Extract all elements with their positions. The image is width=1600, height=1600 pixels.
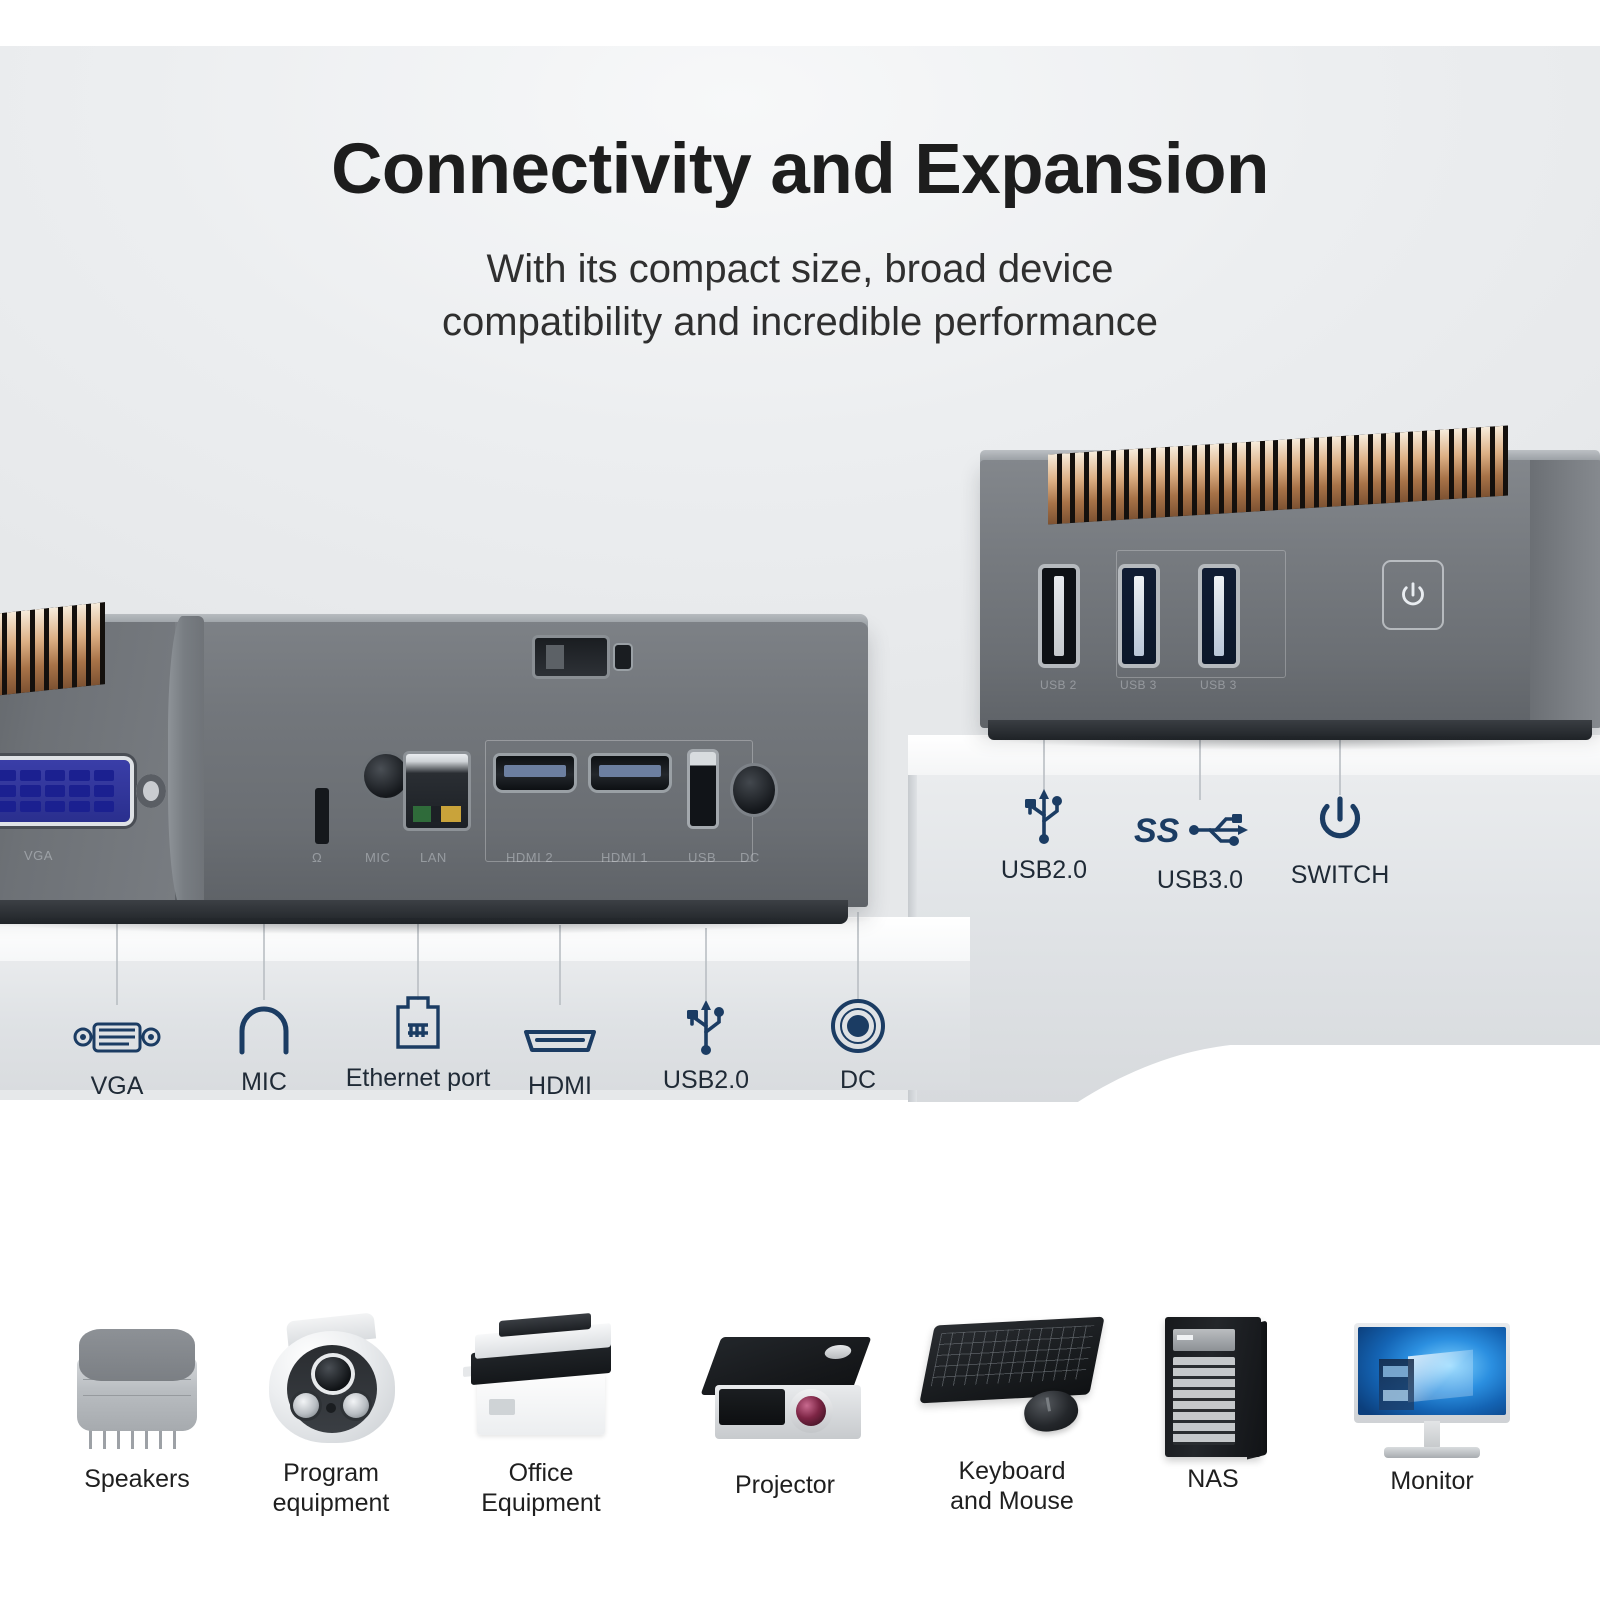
- wave-divider: [0, 1045, 1600, 1275]
- svg-text:SS: SS: [1134, 812, 1180, 850]
- headphone-jack-port[interactable]: [315, 788, 329, 844]
- peripheral-office-equipment: Office Equipment: [441, 1289, 641, 1518]
- etch-label-vga: VGA: [24, 848, 53, 863]
- peripheral-label-nas: NAS: [1187, 1465, 1239, 1493]
- device-corner-left: [168, 616, 204, 908]
- callout-hdmi: HDMI: [465, 1000, 655, 1101]
- rj45-ethernet-icon: [386, 992, 450, 1054]
- keyboard-mouse-icon: [912, 1287, 1112, 1457]
- pedestal-right-top: [908, 735, 1600, 775]
- headphone-mic-icon: [233, 996, 295, 1058]
- peripheral-monitor: Monitor: [1332, 1297, 1532, 1497]
- callout-label-hdmi: HDMI: [528, 1072, 592, 1100]
- callout-dc: DC: [763, 994, 953, 1095]
- background-top-white-strip: [0, 0, 1600, 46]
- usb-superspeed-icon: SS: [1132, 794, 1268, 856]
- usb-port-rear[interactable]: [690, 752, 716, 826]
- peripheral-program-equipment: Program equipment: [231, 1289, 431, 1518]
- peripheral-label-keyboard-mouse: Keyboard and Mouse: [950, 1457, 1074, 1515]
- hdmi-2-port[interactable]: [496, 756, 574, 790]
- printer-icon: [441, 1289, 641, 1459]
- compatible-devices-row: Speakers Program equipment: [0, 1295, 1600, 1585]
- dc-power-jack-icon: [828, 994, 888, 1056]
- subtitle-line-1: With its compact size, broad device: [486, 247, 1114, 291]
- dome-camera-icon: [231, 1289, 431, 1459]
- device-shadow-right: [980, 736, 1600, 750]
- peripheral-label-monitor: Monitor: [1390, 1467, 1474, 1495]
- callout-label-ethernet: Ethernet port: [345, 1064, 491, 1092]
- vga-port[interactable]: [0, 760, 166, 822]
- etch-label-hdmi1: HDMI 1: [601, 850, 649, 865]
- power-button[interactable]: [1382, 560, 1444, 630]
- device-side-face-right: [1530, 460, 1600, 728]
- peripheral-label-projector: Projector: [734, 1471, 836, 1499]
- usb-trident-icon: [1019, 784, 1069, 846]
- usb3-port-front-2[interactable]: [1202, 568, 1236, 664]
- usb-trident-icon: [681, 994, 731, 1056]
- peripheral-nas: NAS: [1113, 1295, 1313, 1495]
- power-button-icon: [1312, 789, 1368, 851]
- callout-label-mic: MIC: [241, 1068, 287, 1096]
- speaker-icon: [37, 1295, 237, 1465]
- power-switch-rocker[interactable]: [535, 638, 607, 676]
- callout-label-usb2-front: USB2.0: [1000, 856, 1088, 884]
- peripheral-speakers: Speakers: [37, 1295, 237, 1495]
- etch-label-usb3-front-1: USB 3: [1120, 678, 1157, 692]
- callout-usb2-rear: USB2.0: [611, 994, 801, 1095]
- etch-label-dc: DC: [740, 850, 760, 865]
- usb2-port-front[interactable]: [1042, 568, 1076, 664]
- etch-label-headphone: Ω: [312, 850, 323, 865]
- monitor-icon: [1332, 1297, 1532, 1467]
- etch-label-usb3-front-2: USB 3: [1200, 678, 1237, 692]
- nas-tower-icon: [1113, 1295, 1313, 1465]
- projector-icon: [685, 1301, 885, 1471]
- callout-label-switch: SWITCH: [1290, 861, 1390, 889]
- callout-label-usb3: USB3.0: [1156, 866, 1244, 894]
- mini-pc-front-view: USB 2 USB 3 USB 3: [970, 420, 1600, 750]
- subtitle-line-2: compatibility and incredible performance: [442, 300, 1158, 345]
- callout-switch: SWITCH: [1245, 789, 1435, 890]
- lan-rj45-port[interactable]: [406, 754, 468, 828]
- etch-label-usb2-front: USB 2: [1040, 678, 1077, 692]
- device-base-left: [0, 900, 848, 924]
- vga-pins: [0, 770, 114, 812]
- etch-label-mic: MIC: [365, 850, 391, 865]
- callout-label-usb2-rear: USB2.0: [662, 1066, 750, 1094]
- peripheral-label-speakers: Speakers: [84, 1465, 190, 1493]
- hdmi-1-port[interactable]: [591, 756, 669, 790]
- page-title: Connectivity and Expansion: [331, 130, 1269, 209]
- dc-power-jack-port[interactable]: [733, 766, 775, 814]
- page-subtitle: With its compact size, broad device comp…: [0, 243, 1600, 349]
- vga-port-icon: [70, 1000, 164, 1062]
- peripheral-label-program-equipment: Program equipment: [272, 1459, 390, 1517]
- callout-label-dc: DC: [839, 1066, 877, 1094]
- callout-vga: VGA: [22, 1000, 212, 1101]
- status-led-icon: [615, 645, 631, 669]
- callout-mic: MIC: [169, 996, 359, 1097]
- callout-usb3: SS USB3.0: [1105, 794, 1295, 895]
- peripheral-projector: Projector: [685, 1301, 885, 1501]
- mini-pc-rear-view: VGA Ω MIC LAN HDMI 2 HDMI 1 USB DC: [0, 600, 940, 934]
- callout-usb2-front: USB2.0: [949, 784, 1139, 885]
- mic-jack-port[interactable]: [364, 754, 408, 798]
- etch-label-lan: LAN: [420, 850, 447, 865]
- power-icon: [1402, 582, 1424, 606]
- etch-label-usb: USB: [688, 850, 717, 865]
- pedestal-left-top: [0, 917, 970, 961]
- etch-label-hdmi2: HDMI 2: [506, 850, 554, 865]
- peripheral-label-office-equipment: Office Equipment: [481, 1459, 601, 1517]
- peripheral-keyboard-mouse: Keyboard and Mouse: [912, 1287, 1112, 1516]
- device-shadow-left: [0, 918, 870, 934]
- device-base-right: [988, 720, 1592, 740]
- hdmi-port-icon: [518, 1000, 602, 1062]
- usb3-port-front-1[interactable]: [1122, 568, 1156, 664]
- usb3-group-outline: [1116, 550, 1286, 678]
- callout-label-vga: VGA: [90, 1072, 144, 1100]
- pedestal-left-face: [0, 958, 970, 1090]
- callout-ethernet: Ethernet port: [323, 992, 513, 1093]
